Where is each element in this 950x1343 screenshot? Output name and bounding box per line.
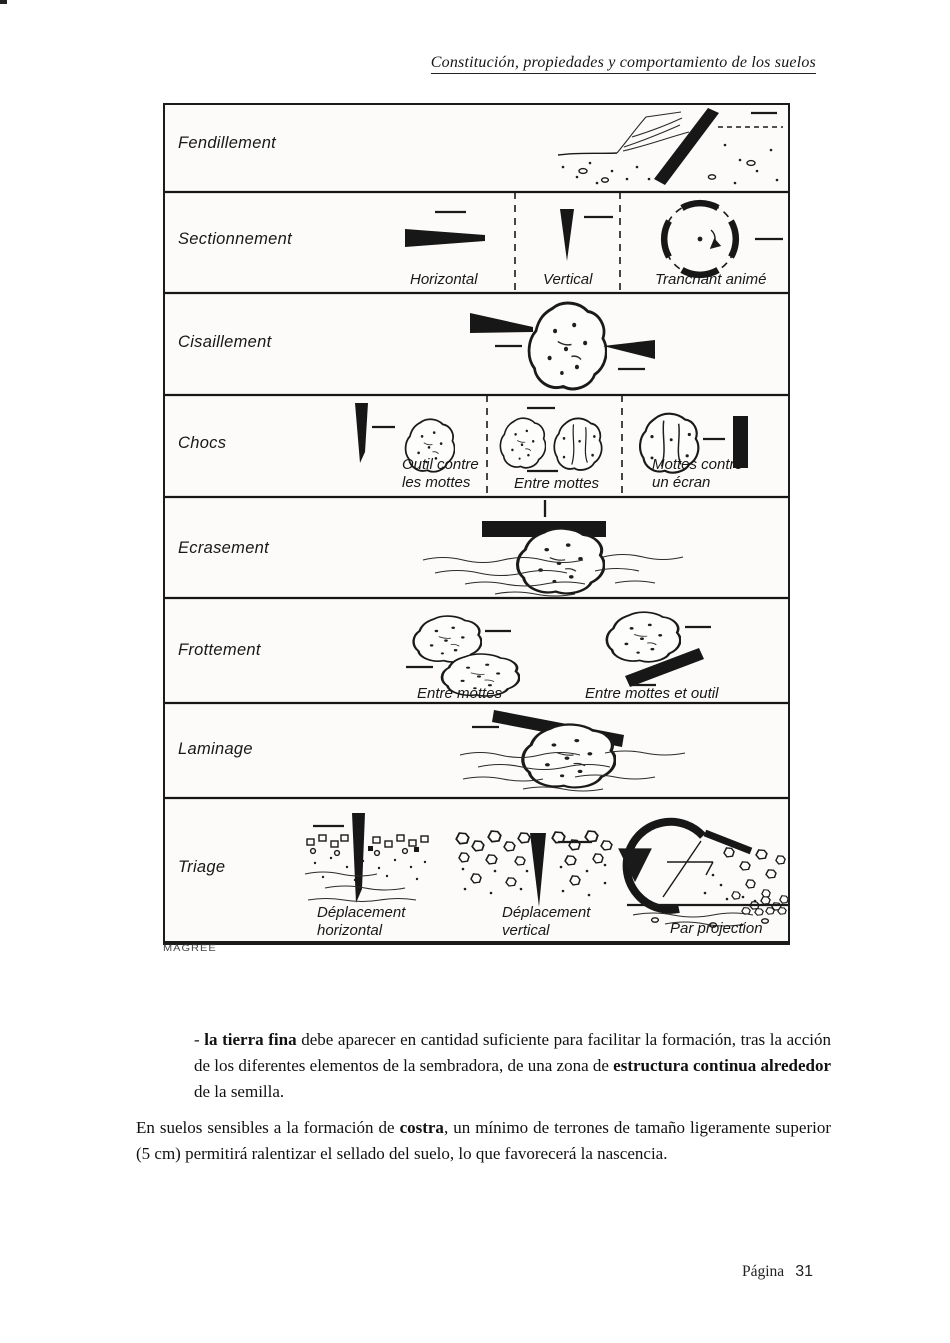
sublabel-entre-mottes: Entre mottes xyxy=(514,475,600,492)
rotor-hood-icon xyxy=(622,817,706,914)
clod-icon xyxy=(527,301,607,391)
figure-row-label-laminage: Laminage xyxy=(178,740,253,758)
figure-row-label-cisaillement: Cisaillement xyxy=(178,333,272,351)
spray-dots xyxy=(703,873,757,903)
clod-icon xyxy=(499,417,546,469)
shear-wedge-right-icon xyxy=(603,340,655,359)
bold-costra: costra xyxy=(399,1118,444,1137)
bold-la-tierra-fina: la tierra fina xyxy=(204,1030,297,1049)
row-separators xyxy=(165,190,788,800)
horizontal-blade-icon xyxy=(405,229,485,247)
sublabel-par-projection: Par projection xyxy=(670,920,763,937)
impact-tool-icon xyxy=(355,403,368,463)
shear-wedge-left-icon xyxy=(470,313,533,333)
footer-label: Página xyxy=(742,1263,785,1280)
sublabel-vertical: Vertical xyxy=(543,271,593,288)
cisaillement-diagram xyxy=(470,301,655,391)
sectionnement-diagram xyxy=(405,199,783,279)
figure-row-label-fendillement: Fendillement xyxy=(178,134,277,152)
soil-dots xyxy=(461,863,607,897)
sublabel-tranchant-anime: Tranchant animé xyxy=(655,271,767,288)
screen-bar-icon xyxy=(733,416,748,468)
fendillement-diagram xyxy=(557,108,783,185)
scan-artifact xyxy=(0,0,7,4)
page-footer: Página 31 xyxy=(742,1263,813,1281)
paragraph-costra: En suelos sensibles a la formación de co… xyxy=(136,1118,831,1163)
sorting-spike-icon xyxy=(530,833,546,907)
tool-blade-icon xyxy=(654,108,719,185)
soil-dots xyxy=(313,856,427,882)
page-number: 31 xyxy=(795,1263,813,1280)
soil-speckles xyxy=(561,143,779,185)
rotary-blade-icon xyxy=(660,199,740,279)
triage-diagram xyxy=(304,813,788,928)
triage-vertical-group xyxy=(455,830,613,907)
frottement-diagram xyxy=(406,611,711,697)
cracked-clod-icon xyxy=(553,417,603,471)
clod-icon xyxy=(605,611,681,663)
triage-projection-group xyxy=(618,817,788,928)
sorting-blade-icon xyxy=(352,813,365,903)
figure-row-label-ecrasement: Ecrasement xyxy=(178,539,270,557)
deflector-icon xyxy=(703,829,753,855)
figure-source-note: MAGREE xyxy=(163,944,217,952)
figure-row-label-chocs: Chocs xyxy=(178,434,227,452)
vertical-blade-icon xyxy=(560,209,574,261)
running-header: Constitución, propiedades y comportamien… xyxy=(430,54,816,74)
figure-row-label-frottement: Frottement xyxy=(178,641,261,659)
chocs-diagram xyxy=(355,403,748,474)
triage-horizontal-group xyxy=(304,813,429,903)
figure-row-label-sectionnement: Sectionnement xyxy=(178,230,292,248)
bold-estructura-continua: estructura continua alrededor xyxy=(613,1056,832,1075)
clod-icon xyxy=(516,527,605,595)
figure-row-label-triage: Triage xyxy=(178,858,226,876)
sublabel-entre-mottes-et-outil: Entre mottes et outil xyxy=(585,685,719,702)
tool-bar-icon xyxy=(625,648,704,687)
ecrasement-diagram xyxy=(422,500,684,597)
figure-diagrams xyxy=(165,108,788,928)
paragraph-tierra-fina: - la tierra fina debe aparecer en cantid… xyxy=(194,1030,832,1101)
sublabel-horizontal: Horizontal xyxy=(410,271,478,288)
soil-fragmentation-figure: Fendillement Sectionnement Cisaillement … xyxy=(163,103,790,945)
laminage-diagram xyxy=(459,710,686,792)
sublabel-entre-mottes-frottement: Entre mottes xyxy=(417,685,503,702)
